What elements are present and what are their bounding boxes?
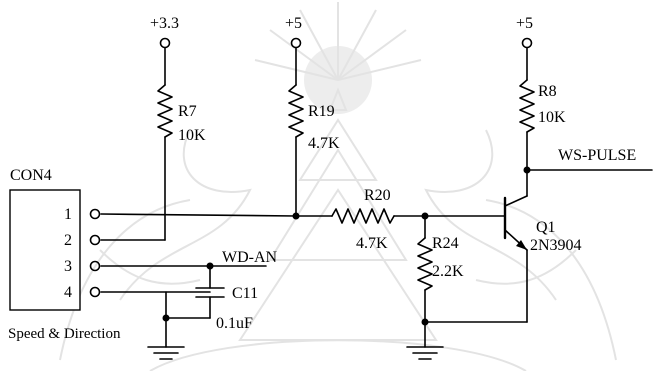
watermark-seal	[59, 2, 617, 371]
con4-caption: Speed & Direction	[8, 326, 121, 342]
con4-pin-2: 2	[64, 232, 72, 249]
junction-dots	[162, 166, 531, 326]
con4-pin-4: 4	[64, 284, 72, 301]
q1-ref: Q1	[536, 219, 556, 236]
wd-an-net-label: WD-AN	[222, 249, 278, 266]
r8-value: 10K	[538, 109, 566, 126]
supply-label-3v3: +3.3	[150, 15, 179, 32]
r8-ref: R8	[538, 83, 557, 100]
r24-value: 2.2K	[432, 263, 464, 280]
r20-value: 4.7K	[356, 235, 388, 252]
supply-label-5v-r19: +5	[285, 15, 302, 32]
r24-ref: R24	[432, 235, 459, 252]
r19-value: 4.7K	[308, 135, 340, 152]
ws-pulse-net-label: WS-PULSE	[558, 147, 636, 164]
connector-con4	[9, 189, 101, 311]
c11-value: 0.1uF	[216, 315, 253, 332]
r19-ref: R19	[308, 103, 335, 120]
c11-ref: C11	[232, 285, 258, 302]
con4-pin-1: 1	[64, 206, 72, 223]
con4-ref: CON4	[10, 167, 52, 184]
con4-pin-3: 3	[64, 258, 72, 275]
supply-terminals	[159, 37, 533, 49]
q1-part: 2N3904	[530, 237, 582, 254]
circuit-wires	[100, 47, 653, 360]
r20-ref: R20	[364, 187, 391, 204]
supply-label-5v-r8: +5	[516, 15, 533, 32]
r7-ref: R7	[178, 103, 197, 120]
r7-value: 10K	[178, 127, 206, 144]
